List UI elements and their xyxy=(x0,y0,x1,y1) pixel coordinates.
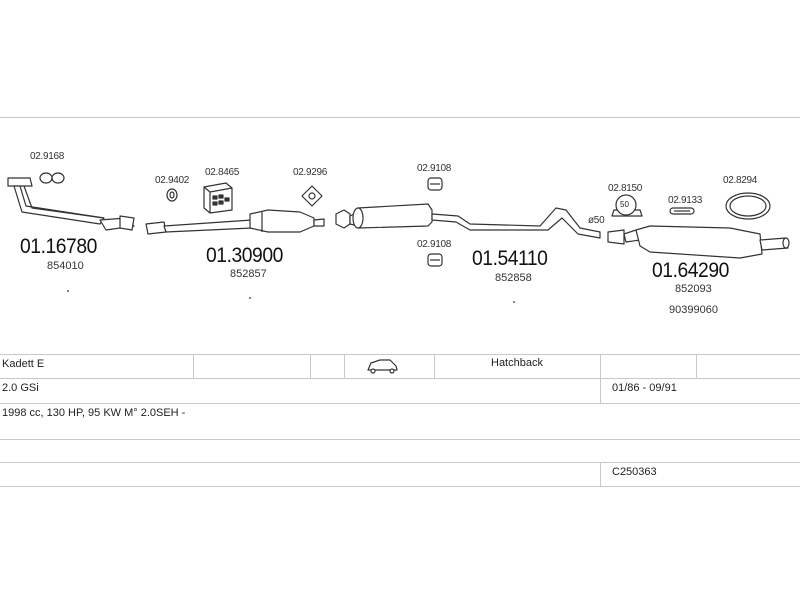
table-row-divider xyxy=(0,486,800,487)
table-col-divider xyxy=(600,378,601,403)
table-row-divider xyxy=(0,462,800,463)
accessory-code: 02.9108 xyxy=(417,163,452,174)
accessory-code: 02.9402 xyxy=(155,175,190,186)
table-col-divider xyxy=(696,354,697,378)
table-col-divider xyxy=(193,354,194,378)
catalytic-converter-icon[interactable] xyxy=(145,209,325,235)
mounting-kit-icon[interactable] xyxy=(203,182,233,214)
system-code: C250363 xyxy=(612,466,657,478)
part-code[interactable]: 01.30900 xyxy=(206,244,283,267)
table-row-divider xyxy=(0,378,800,379)
vehicle-specs: 1998 cc, 130 HP, 95 KW M° 2.0SEH - xyxy=(2,407,186,419)
part-code[interactable]: 01.54110 xyxy=(472,247,548,270)
part-reference: 90399060 xyxy=(669,304,718,316)
accessory-code: 02.8465 xyxy=(205,167,240,178)
middle-silencer-icon[interactable] xyxy=(335,203,601,239)
rubber-mount-icon[interactable] xyxy=(669,207,695,215)
vehicle-body-type: Hatchback xyxy=(491,357,543,369)
rear-silencer-icon[interactable] xyxy=(607,225,790,259)
part-reference: 852093 xyxy=(675,283,712,295)
accessory-code: 02.8150 xyxy=(608,183,643,194)
table-row-divider xyxy=(0,354,800,355)
part-code[interactable]: 01.16780 xyxy=(20,235,97,258)
table-col-divider xyxy=(600,462,601,486)
table-col-divider xyxy=(310,354,311,378)
part-reference: 854010 xyxy=(47,260,84,272)
pipe-diameter-label: ø50 xyxy=(588,215,605,226)
part-reference: 852857 xyxy=(230,268,267,280)
table-col-divider xyxy=(434,354,435,378)
rubber-hanger-icon[interactable] xyxy=(427,253,443,267)
clamp-icon[interactable] xyxy=(611,194,643,217)
exhaust-system-diagram xyxy=(7,172,790,374)
ring-gasket-icon[interactable] xyxy=(725,192,771,220)
vehicle-engine: 2.0 GSi xyxy=(2,382,39,394)
diagram-top-border xyxy=(0,117,800,118)
accessory-code: 02.8294 xyxy=(723,175,758,186)
accessory-code: 02.9108 xyxy=(417,239,452,250)
table-col-divider xyxy=(600,354,601,378)
vehicle-model: Kadett E xyxy=(2,358,45,370)
table-col-divider xyxy=(344,354,345,378)
part-reference: 852858 xyxy=(495,272,532,284)
hatchback-car-icon xyxy=(367,359,398,374)
table-row-divider xyxy=(0,403,800,404)
table-row-divider xyxy=(0,439,800,440)
vehicle-years: 01/86 - 09/91 xyxy=(612,382,677,394)
accessory-code: 02.9168 xyxy=(30,151,65,162)
rubber-hanger-icon[interactable] xyxy=(427,177,443,191)
gasket-icon[interactable] xyxy=(39,172,65,184)
accessory-code: 02.9133 xyxy=(668,195,703,206)
gasket-icon[interactable] xyxy=(166,188,178,202)
flange-gasket-icon[interactable] xyxy=(301,185,323,207)
part-code[interactable]: 01.64290 xyxy=(652,259,729,282)
clamp-size-label: 50 xyxy=(620,200,629,209)
accessory-code: 02.9296 xyxy=(293,167,328,178)
front-pipe-icon[interactable] xyxy=(7,177,135,231)
